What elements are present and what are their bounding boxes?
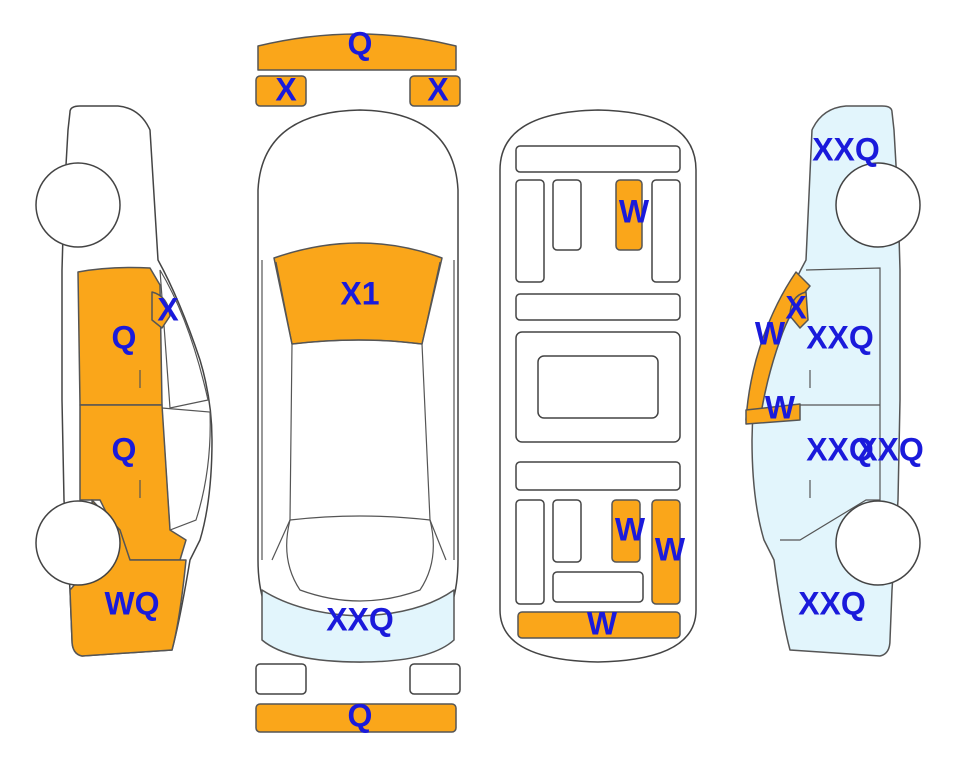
label-interior-trunk: W	[587, 605, 618, 641]
rear-right-light	[409, 663, 461, 695]
interior-seat-rear-left-panel[interactable]	[611, 499, 641, 563]
label-interior-seat-front: W	[619, 193, 650, 229]
label-left-rear-quarter: WQ	[104, 585, 159, 621]
left-mirror-panel[interactable]	[151, 291, 171, 329]
right-mirror-panel[interactable]	[789, 291, 809, 329]
left-front-door-panel[interactable]	[77, 266, 163, 406]
interior-seat-front-panel[interactable]	[615, 179, 643, 251]
label-rear-window: XXQ	[326, 601, 394, 637]
rear-window-panel[interactable]	[261, 589, 455, 663]
front-bumper-panel[interactable]	[257, 33, 457, 71]
right-rocker-panel[interactable]	[745, 403, 801, 425]
right-side-view: XXQ X W XXQ W XXQ XXQ XXQ	[745, 105, 924, 657]
label-right-rear-door-2: XXQ	[856, 431, 924, 467]
left-rear-wheel	[35, 500, 121, 586]
label-rear-bumper: Q	[348, 697, 373, 733]
label-left-rear-door: Q	[112, 431, 137, 467]
label-right-rear-door: XXQ	[806, 431, 874, 467]
left-side-view: X Q Q WQ	[35, 105, 213, 657]
rear-left-light	[255, 663, 307, 695]
interior-seat-rear-right-panel[interactable]	[651, 499, 681, 605]
label-right-front-door: XXQ	[806, 319, 874, 355]
label-right-mirror: X	[785, 289, 807, 325]
label-right-rear-quarter: XXQ	[798, 585, 866, 621]
rear-bumper-panel[interactable]	[255, 703, 457, 733]
label-front-bumper: Q	[348, 25, 373, 61]
left-front-wheel	[35, 162, 121, 248]
label-interior-seat-rear-right: W	[655, 531, 686, 567]
front-right-light-panel[interactable]	[409, 75, 461, 107]
label-right-front-pillar: W	[755, 315, 786, 351]
right-rear-wheel	[835, 500, 921, 586]
label-front-left-light: X	[275, 71, 297, 107]
label-right-rocker: W	[765, 389, 796, 425]
label-right-front-fender: XXQ	[812, 131, 880, 167]
label-left-front-door: Q	[112, 319, 137, 355]
top-view: Q X X X1 XXQ Q	[255, 25, 461, 733]
right-front-wheel	[835, 162, 921, 248]
label-left-mirror: X	[157, 291, 179, 327]
interior-view: W W W W	[499, 109, 697, 663]
front-left-light-panel[interactable]	[255, 75, 307, 107]
label-interior-seat-rear-left: W	[615, 511, 646, 547]
label-hood: X1	[340, 275, 379, 311]
label-front-right-light: X	[427, 71, 449, 107]
interior-trunk-panel[interactable]	[517, 611, 681, 639]
